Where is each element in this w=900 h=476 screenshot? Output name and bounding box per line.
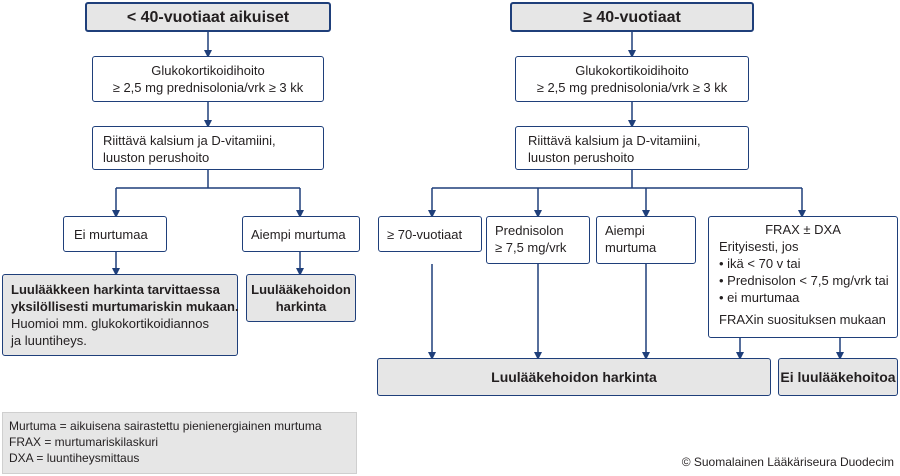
header-under-40-label: < 40-vuotiaat aikuiset	[126, 8, 290, 26]
calcium-line-2: luuston perushoito	[528, 150, 635, 165]
age-70-label: ≥ 70-vuotiaat	[387, 227, 463, 242]
no-fracture-box: Ei murtumaa	[63, 216, 167, 252]
no-treatment-label: Ei luulääkehoitoa	[780, 368, 896, 385]
result-bold-line-1: Luulääkkeen harkinta tarvittaessa	[11, 282, 220, 297]
no-fracture-result: Luulääkkeen harkinta tarvittaessa yksilö…	[2, 274, 239, 356]
prev-fracture-line-1: Aiempi	[605, 223, 645, 238]
header-over-40: ≥ 40-vuotiaat	[510, 2, 754, 32]
frax-line-3: • Prednisolon < 7,5 mg/vrk tai	[719, 273, 889, 288]
legend: Murtuma = aikuisena sairastettu pieniene…	[2, 412, 357, 474]
calcium-line-1: Riittävä kalsium ja D-vitamiini,	[528, 133, 701, 148]
prev-fracture-line-2: murtuma	[605, 240, 657, 255]
prednisolone-line-1: Prednisolon	[495, 223, 564, 238]
glucocorticoid-line-2: ≥ 2,5 mg prednisolonia/vrk ≥ 3 kk	[536, 80, 728, 95]
frax-box: FRAX ± DXA Erityisesti, jos • ikä < 70 v…	[708, 216, 898, 338]
header-under-40: < 40-vuotiaat aikuiset	[85, 2, 331, 32]
result-line-4: ja luuntiheys.	[11, 333, 87, 348]
frax-line-4: • ei murtumaa	[719, 290, 800, 305]
prev-fracture-label-left: Aiempi murtuma	[251, 227, 346, 242]
legend-dxa: DXA = luuntiheysmittaus	[9, 451, 140, 465]
result-line-3: Huomioi mm. glukokortikoidiannos	[11, 316, 209, 331]
calcium-box-right: Riittävä kalsium ja D-vitamiini, luuston…	[515, 126, 749, 170]
consider-treatment-result: Luulääkehoidon harkinta	[377, 358, 771, 396]
frax-title: FRAX ± DXA	[765, 222, 841, 237]
prednisolone-box: Prednisolon ≥ 7,5 mg/vrk	[486, 216, 590, 264]
header-over-40-label: ≥ 40-vuotiaat	[583, 8, 681, 26]
calcium-line-1: Riittävä kalsium ja D-vitamiini,	[103, 133, 276, 148]
prev-fracture-result-left: Luulääkehoidon harkinta	[246, 274, 356, 322]
prev-fracture-box-left: Aiempi murtuma	[242, 216, 360, 252]
copyright: © Suomalainen Lääkäriseura Duodecim	[681, 455, 894, 469]
calcium-box-left: Riittävä kalsium ja D-vitamiini, luuston…	[92, 126, 324, 170]
glucocorticoid-box-left: Glukokortikoidihoito ≥ 2,5 mg prednisolo…	[92, 56, 324, 102]
frax-footer: FRAXin suosituksen mukaan	[719, 312, 886, 327]
glucocorticoid-line-2: ≥ 2,5 mg prednisolonia/vrk ≥ 3 kk	[112, 80, 304, 95]
prev-fracture-box-right: Aiempi murtuma	[596, 216, 696, 264]
calcium-line-2: luuston perushoito	[103, 150, 210, 165]
no-fracture-label: Ei murtumaa	[74, 227, 148, 242]
result-consider-line-2: harkinta	[275, 299, 327, 314]
result-consider-line-1: Luulääkehoidon	[251, 282, 351, 297]
no-treatment-result: Ei luulääkehoitoa	[778, 358, 898, 396]
glucocorticoid-line-1: Glukokortikoidihoito	[151, 63, 265, 78]
result-bold-line-2: yksilöllisesti murtumariskin mukaan.	[11, 299, 239, 314]
consider-treatment-label: Luulääkehoidon harkinta	[491, 368, 657, 385]
legend-fracture: Murtuma = aikuisena sairastettu pieniene…	[9, 419, 322, 433]
prednisolone-line-2: ≥ 7,5 mg/vrk	[495, 240, 567, 255]
glucocorticoid-box-right: Glukokortikoidihoito ≥ 2,5 mg prednisolo…	[515, 56, 749, 102]
frax-line-2: • ikä < 70 v tai	[719, 256, 801, 271]
glucocorticoid-line-1: Glukokortikoidihoito	[575, 63, 689, 78]
frax-line-1: Erityisesti, jos	[719, 239, 799, 254]
legend-frax: FRAX = murtumariskilaskuri	[9, 435, 159, 449]
age-70-box: ≥ 70-vuotiaat	[378, 216, 482, 252]
